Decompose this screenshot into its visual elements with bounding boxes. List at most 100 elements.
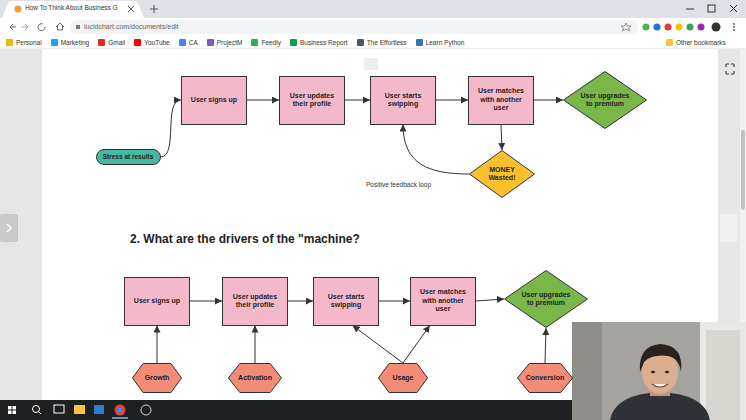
node-label: User starts swipping: [374, 92, 432, 109]
node-label: User upgrades to premium: [580, 92, 630, 109]
bookmark-label: CA: [189, 39, 198, 46]
bookmark-item: Learn Python: [416, 39, 465, 46]
node-label: User upgrades to premium: [521, 291, 571, 308]
connector-arrow: [476, 299, 504, 301]
process-box-shape: [371, 76, 436, 124]
node-label: Growth: [145, 374, 170, 382]
connector-arrow: [534, 100, 563, 101]
node-label: User starts swipping: [317, 293, 375, 310]
bookmark-bar: Personal Marketing Gmail YouTube CA ProjectM F…: [6, 37, 464, 48]
start-oval: Stress at results: [96, 149, 161, 165]
node-label: Conversion: [526, 374, 565, 382]
process-box: User matches with another user: [410, 277, 476, 326]
process-box: User updates their profile: [279, 76, 345, 125]
connector-arrow: [545, 328, 546, 363]
node-label: User matches with another user: [472, 87, 530, 112]
node-label: User signs up: [191, 96, 237, 104]
connector-arrow: [161, 100, 182, 157]
bookmark-icon: [51, 39, 58, 46]
bookmark-label: ProjectM: [217, 39, 243, 46]
driver-hexagon: Growth: [132, 363, 182, 393]
bookmark-icon: [251, 39, 258, 46]
node-label: User signs up: [134, 297, 180, 305]
driver-hexagon: Usage: [378, 363, 428, 393]
bookmark-item: CA: [179, 39, 198, 46]
decision-diamond-shape: [564, 72, 647, 129]
process-box: User starts swipping: [313, 277, 379, 326]
process-box: User starts swipping: [370, 76, 436, 125]
process-box-shape: [280, 76, 345, 124]
bookmark-label: Business Report: [300, 39, 348, 46]
decision-diamond-shape: [470, 151, 535, 198]
process-box-shape: [411, 277, 476, 325]
bookmark-icon: [290, 39, 297, 46]
node-label: Usage: [392, 374, 413, 382]
bookmark-label: Learn Python: [426, 39, 465, 46]
connector-arrow: [379, 301, 410, 302]
bookmark-item: Personal: [6, 39, 42, 46]
connector-arrow: [403, 125, 469, 175]
connector-arrow: [190, 301, 222, 302]
bookmark-icon: [179, 39, 186, 46]
bookmark-label: Marketing: [61, 39, 90, 46]
process-box-shape: [469, 76, 534, 124]
connector-arrow: [403, 326, 430, 364]
bookmark-icon: [98, 39, 105, 46]
bookmark-item: Feedly: [251, 39, 281, 46]
bookmark-item: Marketing: [51, 39, 90, 46]
connector-arrow: [353, 326, 403, 364]
bookmark-icon: [207, 39, 214, 46]
decision-diamond: MONEY Wasted!: [469, 150, 535, 198]
decision-diamond: User upgrades to premium: [504, 270, 588, 328]
process-box: User updates their profile: [222, 277, 288, 326]
bookmark-item: Gmail: [98, 39, 125, 46]
bookmark-label: The Effortless: [367, 39, 407, 46]
driver-hexagon-shape: [133, 364, 182, 393]
webcam-overlay: [572, 322, 746, 420]
bookmark-item: Business Report: [290, 39, 348, 46]
bookmark-icon: [6, 39, 13, 46]
process-box: User matches with another user: [468, 76, 534, 125]
process-box-shape: [314, 277, 379, 325]
process-box-shape: [223, 277, 288, 325]
decision-diamond: User upgrades to premium: [563, 71, 647, 129]
driver-hexagon-shape: [518, 364, 573, 393]
bookmark-label: Other bookmarks: [676, 39, 726, 46]
bookmark-label: YouTube: [144, 39, 170, 46]
bookmark-icon: [357, 39, 364, 46]
bookmark-label: Gmail: [108, 39, 125, 46]
url-text: lucidchart.com/documents/edit: [84, 23, 179, 30]
node-label: User matches with another user: [414, 288, 472, 313]
node-label: Activation: [238, 374, 272, 382]
bookmark-icon: [666, 39, 673, 46]
connector-arrow: [501, 125, 502, 151]
node-label: Stress at results: [103, 153, 154, 161]
connector-arrow: [345, 100, 370, 101]
process-box-shape: [182, 76, 247, 124]
driver-hexagon-shape: [379, 364, 428, 393]
node-label: User updates their profile: [226, 293, 284, 310]
node-label: MONEY Wasted!: [482, 166, 522, 183]
process-box: User signs up: [124, 277, 190, 326]
node-label: User updates their profile: [283, 92, 341, 109]
bookmark-item: ProjectM: [207, 39, 243, 46]
section-heading: 2. What are the drivers of the "machine?: [130, 232, 360, 246]
driver-hexagon: Activation: [228, 363, 282, 393]
connector-arrow: [436, 100, 468, 101]
decision-diamond-shape: [505, 271, 588, 328]
start-oval-shape: [96, 150, 160, 165]
process-box: User signs up: [181, 76, 247, 125]
bookmark-icon: [416, 39, 423, 46]
driver-hexagon: Conversion: [517, 363, 573, 393]
bookmark-item: YouTube: [134, 39, 170, 46]
driver-hexagon-shape: [229, 364, 282, 393]
process-box-shape: [125, 277, 190, 325]
bookmark-label: Personal: [16, 39, 42, 46]
bookmark-icon: [134, 39, 141, 46]
connector-arrow: [288, 301, 313, 302]
bookmark-label: Feedly: [261, 39, 281, 46]
connector-arrow: [247, 100, 279, 101]
